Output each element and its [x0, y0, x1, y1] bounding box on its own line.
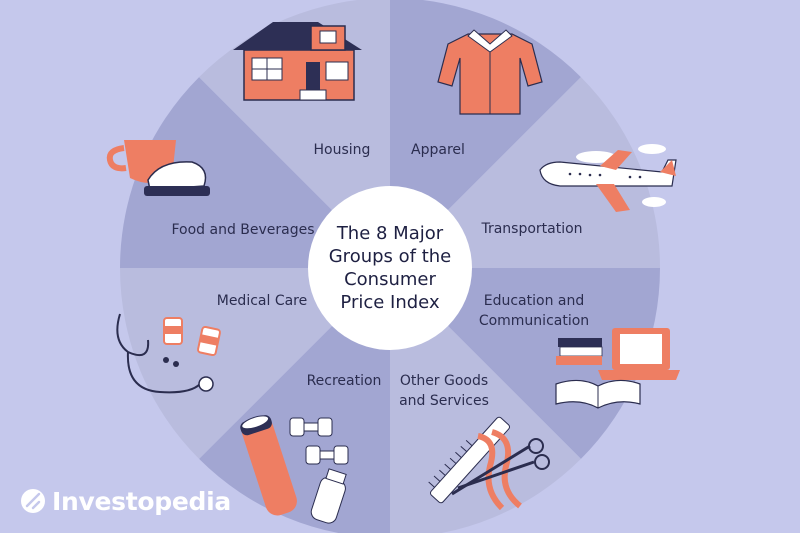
cup-food-icon [106, 140, 210, 196]
segment-label-line: Education and [483, 293, 585, 309]
title-line: Groups of the [328, 246, 452, 267]
segment-label-line: Other Goods [399, 373, 489, 389]
segment-label-line: and Services [399, 393, 489, 409]
brand-name: Investopedia [52, 486, 231, 516]
segment-label: Transportation [442, 219, 622, 239]
segment-label-line: Communication [478, 313, 590, 329]
segment-label-line: Medical Care [216, 293, 308, 309]
center-circle [308, 186, 472, 350]
title-line: Price Index [340, 292, 440, 313]
scissors-comb-icon [428, 416, 550, 511]
investopedia-logo-icon [21, 489, 45, 513]
segment-label-line: Housing [313, 142, 371, 158]
segment-wedge [120, 77, 390, 268]
segment-label: Recreation [254, 371, 434, 391]
brand: Investopedia [20, 483, 231, 519]
segment-label-line: Food and Beverages [171, 222, 315, 238]
title-line: Consumer [344, 269, 436, 290]
laptop-books-icon [555, 328, 680, 409]
dumbbell-yoga-icon [240, 415, 349, 524]
segment-wedge [390, 268, 660, 459]
stethoscope-pills-icon [116, 313, 221, 394]
title-line: The 8 Major [336, 223, 444, 244]
shirt-icon [437, 29, 543, 115]
segment-label-line: Recreation [306, 373, 382, 389]
segment-wedge [390, 77, 660, 268]
house-icon [233, 22, 362, 101]
segment-label-line: Apparel [411, 142, 465, 158]
airplane-icon [539, 144, 677, 212]
diagram-title: The 8 Major Groups of the Consumer Price… [318, 208, 462, 328]
segment-label: Food and Beverages [153, 220, 333, 240]
segment-wedge [119, 268, 390, 459]
segment-label: Housing [252, 140, 432, 160]
segment-label-line: Transportation [481, 221, 583, 237]
segment-label: Other Goods and Services [354, 371, 534, 411]
segment-label: Medical Care [172, 291, 352, 311]
segment-label: Apparel [348, 140, 528, 160]
